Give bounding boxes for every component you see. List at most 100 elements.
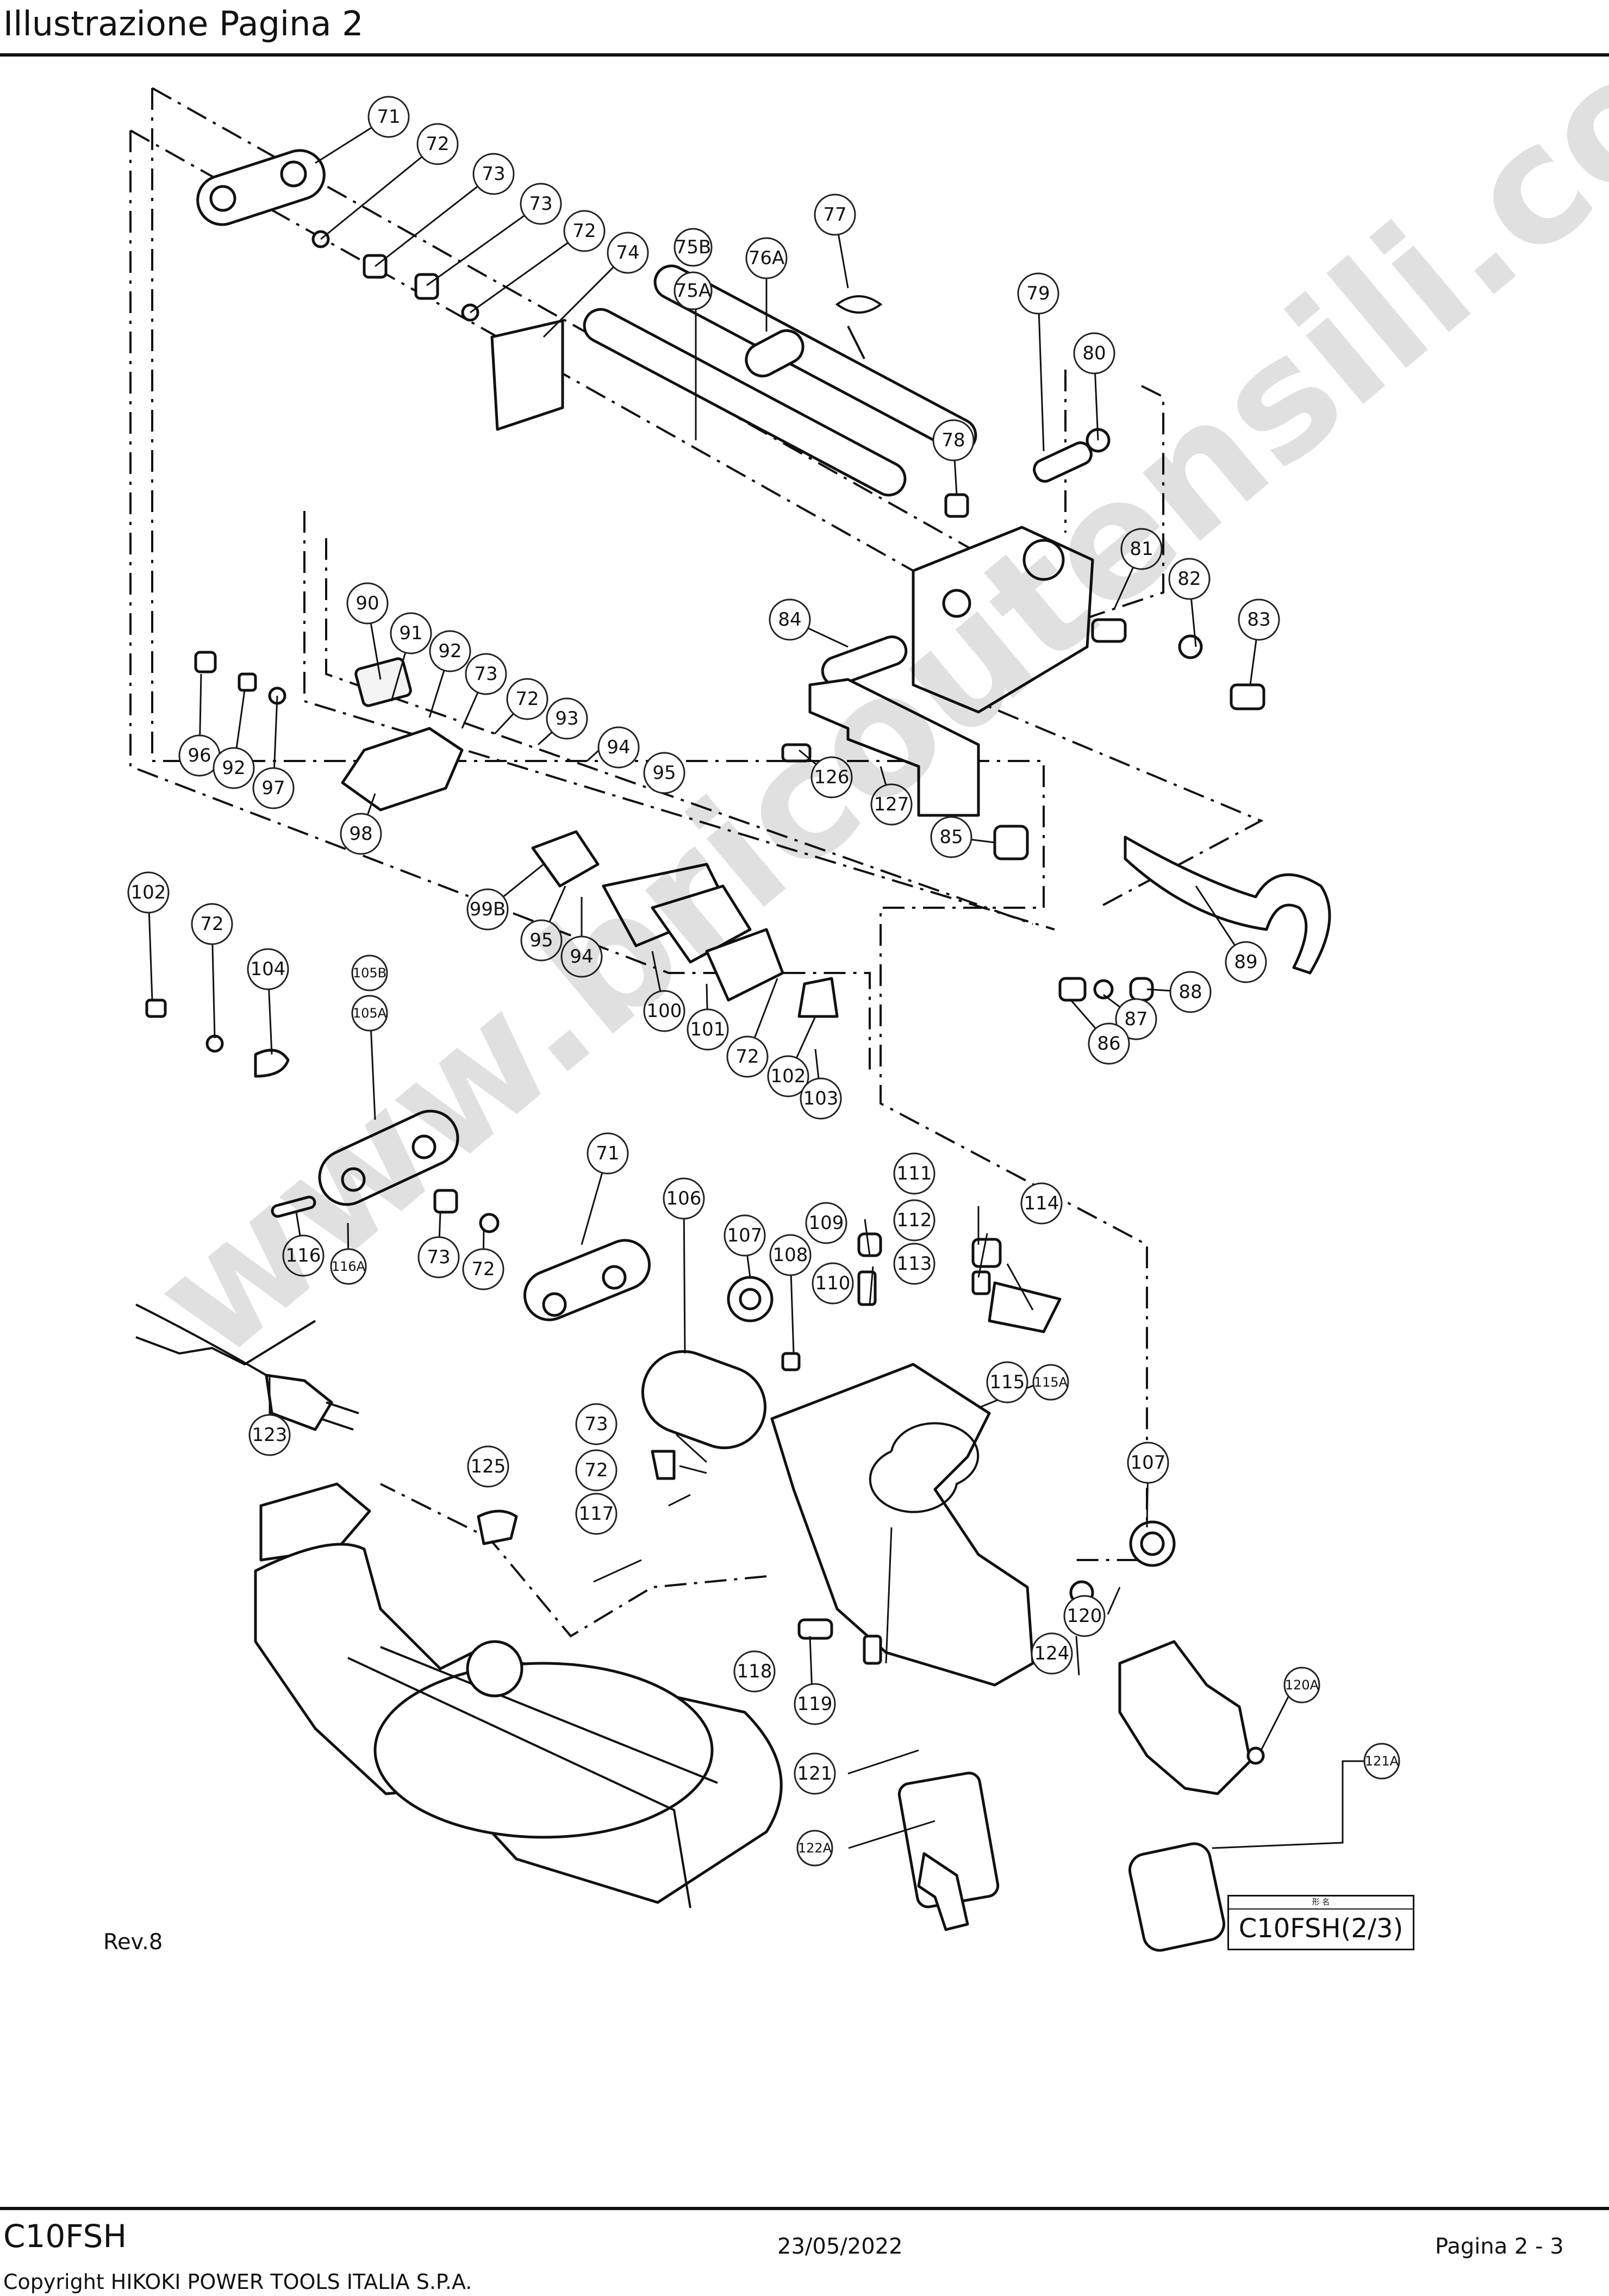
svg-text:72: 72 — [200, 913, 223, 935]
callout-72: 72 — [726, 1035, 769, 1078]
svg-text:110: 110 — [815, 1272, 851, 1294]
callout-94: 94 — [597, 726, 640, 769]
svg-text:101: 101 — [690, 1019, 726, 1040]
svg-text:84: 84 — [778, 609, 801, 631]
svg-text:75B: 75B — [675, 236, 712, 258]
callout-98: 98 — [340, 813, 382, 855]
callout-82: 82 — [1168, 558, 1211, 600]
callout-73: 73 — [472, 153, 515, 195]
svg-text:115A: 115A — [1034, 1375, 1068, 1390]
svg-text:73: 73 — [482, 163, 505, 185]
svg-text:112: 112 — [897, 1209, 932, 1231]
callout-91: 91 — [390, 612, 432, 654]
footer-page-number: Pagina 2 - 3 — [1435, 2234, 1564, 2259]
callout-72: 72 — [462, 1248, 504, 1290]
title-box-model: C10FSH(2/3) — [1238, 1913, 1404, 1944]
svg-text:116A: 116A — [332, 1259, 366, 1274]
svg-text:72: 72 — [515, 688, 539, 710]
svg-text:98: 98 — [349, 823, 372, 845]
callout-120a: 120A — [1283, 1667, 1320, 1704]
svg-text:80: 80 — [1082, 342, 1106, 364]
svg-text:72: 72 — [471, 1258, 495, 1280]
svg-text:73: 73 — [427, 1246, 450, 1268]
callout-89: 89 — [1225, 941, 1267, 983]
svg-text:111: 111 — [897, 1163, 932, 1184]
callout-110: 110 — [812, 1262, 854, 1305]
callout-73: 73 — [465, 653, 507, 695]
callout-72: 72 — [416, 123, 459, 165]
revision-label: Rev.8 — [103, 1930, 163, 1955]
svg-text:86: 86 — [1097, 1033, 1120, 1055]
svg-text:124: 124 — [1034, 1643, 1070, 1664]
footer-model: C10FSH — [3, 2218, 127, 2255]
svg-text:102: 102 — [771, 1065, 806, 1087]
svg-text:72: 72 — [735, 1046, 759, 1068]
callout-126: 126 — [810, 756, 853, 798]
base-parts — [254, 1543, 783, 1908]
svg-text:122A: 122A — [798, 1840, 832, 1856]
callout-121a: 121A — [1363, 1743, 1400, 1780]
callout-93: 93 — [546, 697, 588, 740]
svg-text:97: 97 — [261, 777, 285, 799]
callout-95: 95 — [520, 919, 563, 962]
callout-90: 90 — [346, 582, 389, 625]
callout-112: 112 — [893, 1199, 936, 1241]
callout-72: 72 — [191, 903, 233, 945]
callout-120: 120 — [1063, 1595, 1106, 1637]
callout-107: 107 — [1127, 1442, 1169, 1484]
svg-text:99B: 99B — [470, 899, 506, 920]
callout-127: 127 — [870, 783, 913, 826]
callout-87: 87 — [1115, 998, 1157, 1040]
callout-99b: 99B — [466, 888, 509, 931]
svg-text:79: 79 — [1026, 283, 1050, 304]
callout-72: 72 — [575, 1449, 618, 1492]
svg-text:105B: 105B — [353, 965, 386, 981]
callout-115: 115 — [986, 1361, 1028, 1403]
upper-parts — [196, 149, 1331, 1002]
svg-text:117: 117 — [579, 1503, 614, 1525]
callout-94: 94 — [560, 935, 603, 978]
svg-text:74: 74 — [616, 242, 639, 264]
svg-text:72: 72 — [426, 133, 449, 155]
callout-103: 103 — [800, 1077, 842, 1120]
callout-73: 73 — [575, 1403, 618, 1445]
callout-116a: 116A — [330, 1248, 367, 1285]
callout-109: 109 — [805, 1202, 847, 1244]
callout-108: 108 — [769, 1234, 812, 1276]
svg-text:73: 73 — [584, 1413, 608, 1435]
svg-text:76A: 76A — [749, 247, 785, 269]
callout-75a: 75A — [673, 271, 713, 310]
svg-text:113: 113 — [897, 1253, 932, 1275]
callout-88: 88 — [1169, 971, 1212, 1013]
callout-105b: 105B — [351, 954, 388, 991]
callout-73: 73 — [417, 1236, 460, 1278]
page-title: Illustrazione Pagina 2 — [3, 4, 364, 43]
callout-71: 71 — [587, 1132, 629, 1175]
svg-text:77: 77 — [823, 204, 846, 226]
title-box-header: 形 名 — [1229, 1896, 1413, 1910]
svg-text:116: 116 — [286, 1245, 321, 1266]
svg-text:118: 118 — [737, 1661, 772, 1682]
svg-text:107: 107 — [1131, 1452, 1166, 1474]
svg-text:100: 100 — [647, 1000, 682, 1022]
callout-96: 96 — [178, 734, 221, 777]
callout-102: 102 — [127, 871, 170, 914]
svg-text:107: 107 — [727, 1225, 763, 1246]
svg-text:108: 108 — [773, 1244, 808, 1266]
svg-text:121: 121 — [797, 1763, 833, 1785]
callout-78: 78 — [932, 419, 975, 461]
svg-text:115: 115 — [990, 1371, 1025, 1393]
svg-text:95: 95 — [529, 929, 553, 951]
callout-125: 125 — [467, 1445, 509, 1488]
svg-text:119: 119 — [797, 1693, 833, 1715]
svg-text:82: 82 — [1177, 568, 1201, 590]
callout-118: 118 — [733, 1650, 776, 1693]
callout-86: 86 — [1088, 1022, 1130, 1065]
svg-text:90: 90 — [356, 592, 379, 614]
header-rule — [0, 53, 1609, 57]
callout-123: 123 — [248, 1414, 291, 1456]
callout-117: 117 — [575, 1493, 618, 1535]
svg-text:93: 93 — [555, 708, 578, 729]
svg-text:92: 92 — [438, 640, 462, 662]
svg-text:114: 114 — [1024, 1193, 1059, 1214]
